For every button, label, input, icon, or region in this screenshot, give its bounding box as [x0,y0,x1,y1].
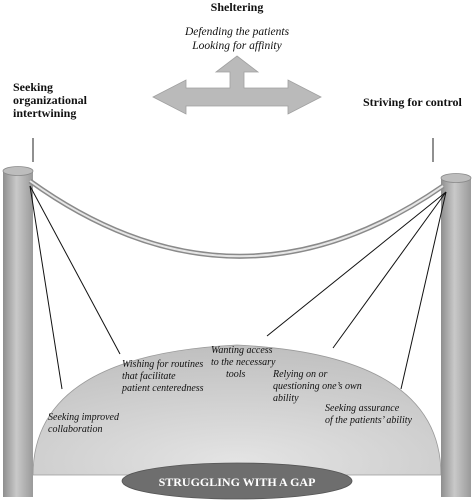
label-collaboration-1: Seeking improved [48,412,120,423]
label-routines-1: Wishing for routines [122,359,203,370]
left-heading-line-1: Seeking [13,80,53,94]
hammock-rope-highlight [29,180,444,258]
gap-mound [32,344,442,476]
top-line-2: Looking for affinity [191,40,282,52]
top-line-1: Defending the patients [184,26,290,38]
label-ability-2: questioning one’s own [273,381,362,392]
right-string-1 [266,191,447,337]
left-pillar [2,166,34,497]
label-tools-3: tools [226,369,246,380]
right-string-2 [332,191,447,349]
label-routines-3: patient centeredness [121,383,204,394]
right-string-3 [400,191,447,390]
gap-base-ellipse [121,462,353,500]
label-ability-3: ability [273,393,299,404]
label-tools-2: to the necessary [211,357,276,368]
right-heading: Striving for control [363,95,463,109]
label-tools-1: Wanting access [211,345,273,356]
left-heading-line-2: organizational [13,93,88,107]
label-assurance-1: Seeking assurance [325,403,400,414]
label-routines-2: that facilitate [122,371,176,382]
gap-base-label: STRUGGLING WITH A GAP [159,475,316,489]
left-string-1 [29,185,63,390]
left-string-2 [29,185,121,355]
top-heading: Sheltering [211,0,264,14]
left-heading-line-3: intertwining [13,106,76,120]
label-assurance-2: of the patients’ ability [325,415,412,426]
three-way-arrow [152,55,322,115]
label-ability-1: Relying on or [272,369,328,380]
label-collaboration-2: collaboration [48,424,102,435]
right-pillar [440,173,472,497]
